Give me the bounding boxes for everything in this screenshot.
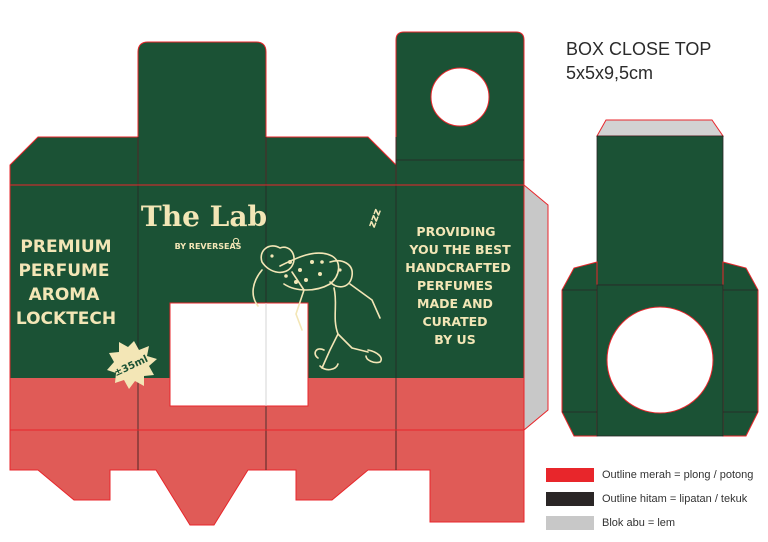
body-outline [9, 184, 525, 431]
preview-window-cutout [606, 306, 714, 414]
legend-item-cut: Outline merah = plong / potong [546, 467, 753, 483]
panel-left-line-2: PERFUME [18, 261, 109, 281]
preview-lid-gray [596, 119, 724, 137]
dieline-title: BOX CLOSE TOP [566, 39, 712, 59]
panel-right-line-6: CURATED [422, 314, 487, 329]
bottom-flap-left [9, 429, 139, 501]
panel-right-line-5: MADE AND [417, 296, 493, 311]
bottom-flap-center [137, 429, 267, 526]
legend-label-fold: Outline hitam = lipatan / tekuk [602, 493, 748, 505]
illustration-pattern [270, 254, 342, 284]
assembled-box-preview [561, 119, 759, 437]
window-cutout-tuck [430, 67, 490, 127]
brand-byline: BY REVERSEAS [175, 242, 242, 251]
legend-label-cut: Outline merah = plong / potong [602, 469, 754, 481]
volume-badge: ±35ml [107, 341, 157, 389]
window-cutout-front [169, 302, 309, 407]
preview-side-left [561, 261, 598, 437]
dieline-size: 5x5x9,5cm [566, 63, 654, 83]
panel-left-line-3: AROMA [29, 285, 101, 305]
legend-swatch-cut [546, 468, 594, 482]
top-dust-flap-right [265, 136, 397, 186]
doodle-sleep-text: zzz [365, 207, 384, 230]
legend-swatch-glue [546, 516, 594, 530]
panel-left-line-1: PREMIUM [20, 237, 111, 257]
bottom-tuck-flap [395, 429, 525, 523]
legend-item-glue: Blok abu = lem [546, 515, 675, 531]
panel-right-text: PROVIDING YOU THE BEST HANDCRAFTED PERFU… [405, 224, 511, 347]
glue-flap [523, 183, 549, 432]
panel-right-line-3: HANDCRAFTED [405, 260, 510, 275]
brand-name: The Lab [141, 200, 267, 233]
panel-right-line-2: YOU THE BEST [408, 242, 511, 257]
panel-left-text: PREMIUM PERFUME AROMA LOCKTECH [16, 237, 116, 329]
panel-left-line-4: LOCKTECH [16, 309, 116, 329]
preview-side-right [722, 261, 759, 437]
legend-label-glue: Blok abu = lem [602, 517, 676, 529]
legend-item-fold: Outline hitam = lipatan / tekuk [546, 491, 747, 507]
bottom-flap-right [265, 429, 397, 501]
top-dust-flap-left [9, 136, 139, 186]
panel-right-line-7: BY US [434, 332, 475, 347]
registered-mark [232, 237, 240, 245]
preview-top [596, 135, 724, 286]
character-illustration [252, 245, 383, 371]
legend-swatch-fold [546, 492, 594, 506]
panel-right-line-1: PROVIDING [416, 224, 495, 239]
top-lid-flap [137, 41, 267, 186]
panel-right-line-4: PERFUMES [417, 278, 493, 293]
